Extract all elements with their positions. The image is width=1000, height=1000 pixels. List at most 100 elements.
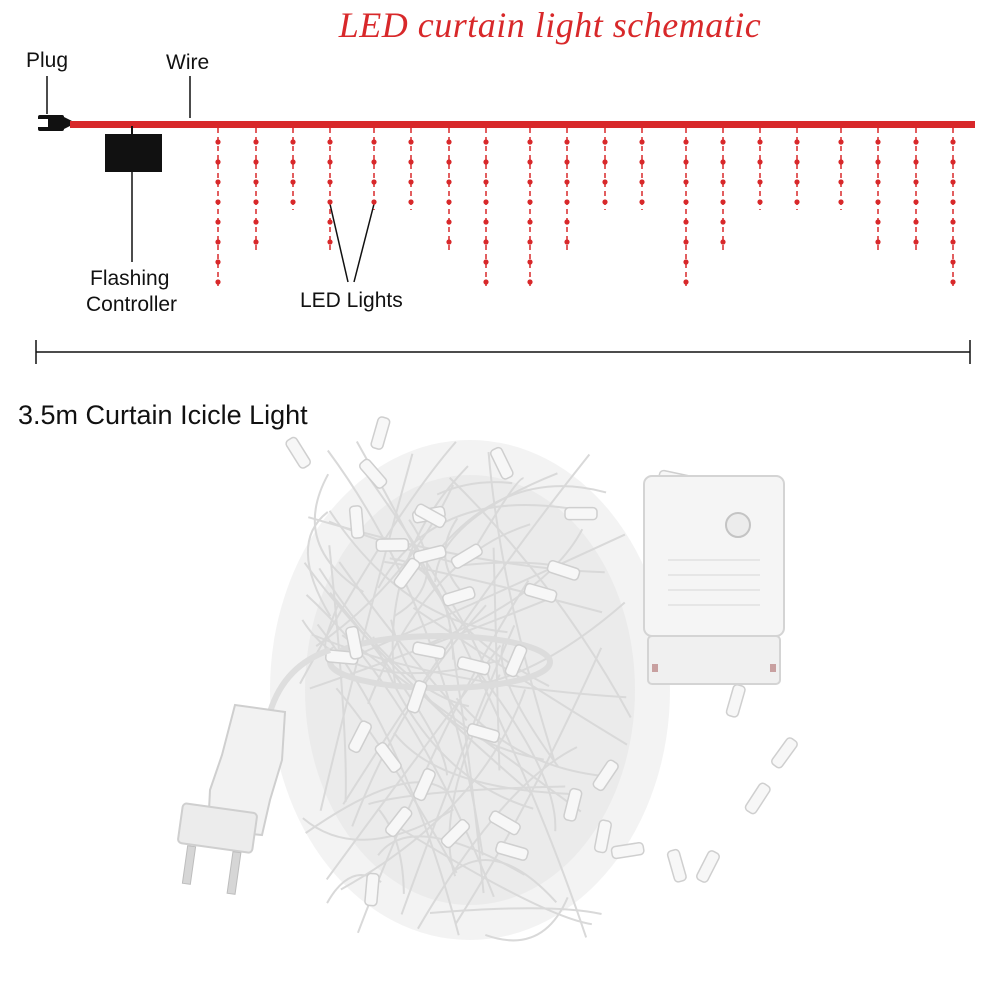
led-bulb <box>757 139 763 145</box>
tangled-wire <box>444 517 465 596</box>
photo-led-bulb <box>345 625 364 660</box>
led-bulb <box>913 199 919 205</box>
led-bulb <box>327 179 333 185</box>
led-bulb <box>913 179 919 185</box>
tangled-wire <box>417 746 578 930</box>
led-bulb <box>683 239 689 245</box>
led-bulb <box>564 139 570 145</box>
tangled-wire <box>378 809 405 894</box>
led-bulb <box>446 179 452 185</box>
photo-led-bulb <box>696 850 720 883</box>
photo-led-bulb <box>406 679 428 714</box>
led-bulb <box>446 199 452 205</box>
led-bulb <box>290 179 296 185</box>
tangled-wire <box>384 560 603 614</box>
led-bulb <box>527 199 533 205</box>
plug-icon <box>34 115 72 131</box>
photo-led-bulb <box>523 582 558 603</box>
led-bulb <box>327 159 333 165</box>
led-bulb <box>446 239 452 245</box>
led-bulb <box>215 159 221 165</box>
photo-led-bulb <box>411 641 446 660</box>
tangled-wire <box>306 511 332 617</box>
photo-led-bulb <box>442 586 476 607</box>
photo-led-bulb <box>592 759 619 792</box>
led-bulb <box>327 219 333 225</box>
tangled-wire <box>305 781 447 834</box>
tangled-wire <box>452 858 558 903</box>
led-bulb <box>602 199 608 205</box>
led-bulb <box>720 139 726 145</box>
led-bulb <box>875 179 881 185</box>
product-photo <box>177 416 798 942</box>
photo-led-bulb <box>456 656 491 676</box>
led-bulb <box>683 179 689 185</box>
led-bulb <box>639 139 645 145</box>
led-bulb <box>483 159 489 165</box>
led-bulb <box>564 219 570 225</box>
led-bulb <box>253 179 259 185</box>
plug-label: Plug <box>26 49 69 72</box>
tangled-wire <box>487 451 556 761</box>
led-bulb <box>527 139 533 145</box>
led-bulb <box>483 259 489 265</box>
led-bulb <box>683 139 689 145</box>
led-bulb <box>290 139 296 145</box>
led-bulb <box>446 159 452 165</box>
led-bulb <box>483 219 489 225</box>
led-bulb <box>639 199 645 205</box>
led-bulb <box>527 279 533 285</box>
led-bulb <box>564 159 570 165</box>
led-bulb <box>950 239 956 245</box>
photo-led-bulb <box>348 720 372 754</box>
photo-led-bulb <box>466 723 501 744</box>
led-bulb <box>215 219 221 225</box>
led-bulb <box>720 159 726 165</box>
led-bulb <box>757 179 763 185</box>
led-bulb <box>446 139 452 145</box>
tangled-wire <box>391 822 592 926</box>
led-bulb <box>215 239 221 245</box>
photo-led-bulb <box>744 782 771 815</box>
led-bulb <box>371 179 377 185</box>
led-bulb <box>950 199 956 205</box>
led-bulb <box>483 199 489 205</box>
tangled-wire <box>393 519 429 618</box>
led-bulb <box>215 179 221 185</box>
tangled-wire <box>500 640 559 768</box>
led-bulb <box>875 139 881 145</box>
tangled-wire <box>377 504 569 589</box>
led-bulb <box>794 199 800 205</box>
led-pointer-right <box>353 203 375 283</box>
led-bulb <box>527 159 533 165</box>
photo-led-bulb <box>564 506 598 521</box>
led-bulb <box>408 179 414 185</box>
tangled-wire <box>355 440 588 938</box>
tangled-wire <box>448 674 501 877</box>
photo-led-bulb <box>593 819 612 854</box>
photo-led-bulb <box>384 806 413 838</box>
led-bulb <box>720 239 726 245</box>
tangled-wire <box>305 594 495 898</box>
photo-led-bulb <box>370 416 391 450</box>
led-bulb <box>838 159 844 165</box>
led-bulb <box>950 259 956 265</box>
led-lights-label: LED Lights <box>300 289 403 312</box>
controller-label-line1: Flashing <box>90 267 170 290</box>
led-bulb <box>253 139 259 145</box>
photo-led-bulb <box>610 841 645 860</box>
dimension-line <box>35 340 971 364</box>
led-bulb <box>875 239 881 245</box>
led-bulb <box>838 199 844 205</box>
photo-led-bulb <box>563 787 583 822</box>
tangled-wire <box>436 481 513 496</box>
led-bulb <box>327 239 333 245</box>
led-bulb <box>564 179 570 185</box>
led-bulb <box>602 179 608 185</box>
led-bulb <box>483 279 489 285</box>
tangled-wire <box>455 697 603 777</box>
photo-led-bulb <box>771 737 798 769</box>
led-pointer-left <box>329 203 349 283</box>
tangled-wire <box>302 808 454 841</box>
led-bulb <box>371 159 377 165</box>
